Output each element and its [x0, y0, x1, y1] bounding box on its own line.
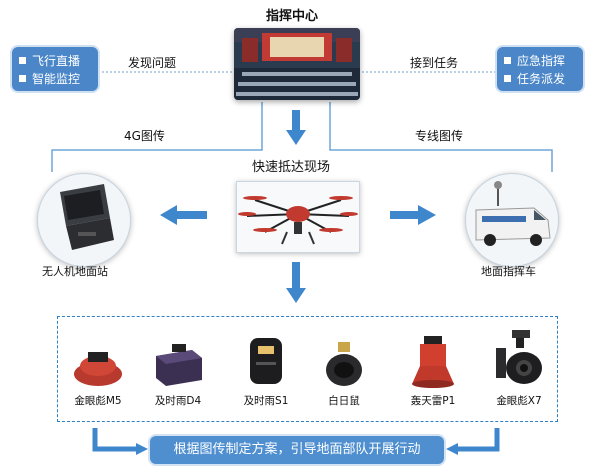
- product-label: 金眼彪M5: [74, 395, 122, 407]
- product-item: 金眼彪X7: [486, 328, 552, 408]
- arrow-bottom-right: [456, 428, 500, 452]
- product-item: 轰天雷P1: [398, 332, 468, 408]
- right-item-1: 应急指挥: [517, 53, 566, 68]
- product-label: 轰天雷P1: [410, 395, 456, 407]
- drone-image: [236, 181, 360, 253]
- command-vehicle-label: 地面指挥车: [481, 265, 536, 278]
- product-item: 金眼彪M5: [68, 336, 128, 408]
- bullet-icon: [19, 74, 26, 82]
- right-feature-box: 应急指挥 任务派发: [497, 47, 583, 91]
- bullet-icon: [504, 56, 511, 64]
- product-item: 及时雨S1: [236, 332, 296, 408]
- ground-station-label: 无人机地面站: [42, 265, 108, 278]
- product-d4-icon: [156, 344, 202, 386]
- label-4g: 4G图传: [124, 129, 165, 143]
- left-item-1: 飞行直播: [32, 53, 81, 68]
- arrow-down-products: [286, 262, 306, 303]
- arrow-left: [160, 205, 207, 225]
- label-find-problem: 发现问题: [128, 56, 177, 70]
- command-center-screen: [234, 28, 360, 100]
- bullet-icon: [19, 56, 26, 64]
- arrow-down-center: [286, 110, 306, 145]
- product-lineup-box: [57, 316, 558, 422]
- product-x7-icon: [496, 330, 542, 384]
- product-label: 白日鼠: [328, 395, 360, 407]
- product-item: 白日鼠: [314, 336, 374, 408]
- product-white-mouse-icon: [326, 342, 362, 386]
- product-label: 及时雨S1: [243, 395, 289, 407]
- left-item-2: 智能监控: [32, 71, 81, 86]
- product-item: 及时雨D4: [148, 336, 208, 408]
- bottom-banner: 根据图传制定方案，引导地面部队开展行动: [150, 436, 444, 464]
- product-s1-icon: [250, 338, 282, 384]
- product-m5-icon: [74, 352, 122, 386]
- label-arrive: 快速抵达现场: [252, 160, 331, 175]
- product-label: 及时雨D4: [154, 395, 202, 407]
- left-feature-box: 飞行直播 智能监控: [12, 47, 98, 91]
- label-dedicated-line: 专线图传: [415, 129, 464, 143]
- arrow-bottom-left: [92, 428, 138, 452]
- product-label: 金眼彪X7: [496, 395, 542, 407]
- arrow-right: [390, 205, 436, 225]
- right-item-2: 任务派发: [517, 71, 566, 86]
- command-center-title: 指挥中心: [266, 9, 319, 24]
- command-vehicle-image: [465, 173, 559, 267]
- bullet-icon: [504, 74, 511, 82]
- ground-station-image: [37, 173, 131, 267]
- product-p1-icon: [412, 336, 454, 388]
- label-receive-task: 接到任务: [410, 56, 459, 70]
